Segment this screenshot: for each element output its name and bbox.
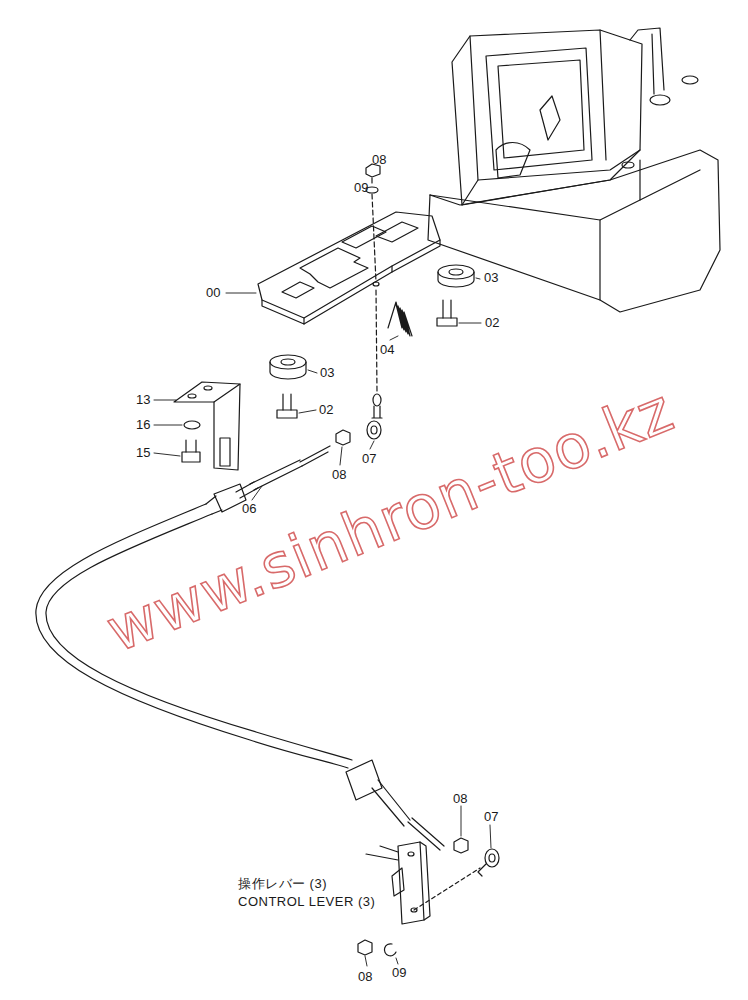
part-name: CONTROL LEVER (3) xyxy=(238,894,375,909)
callout-number: 03 xyxy=(320,366,334,380)
callout-number: 02 xyxy=(485,316,499,330)
callout-number: 15 xyxy=(136,446,150,460)
callout-number: 00 xyxy=(206,286,220,300)
callout-number: 13 xyxy=(136,393,150,407)
rod-end xyxy=(478,849,499,876)
mounting-plate xyxy=(258,212,440,324)
nut xyxy=(336,430,350,445)
cable-bracket xyxy=(174,382,240,470)
bolts xyxy=(277,300,457,418)
callout-number: 08 xyxy=(372,153,386,167)
excavator-sketch xyxy=(428,28,720,312)
callout-number: 04 xyxy=(380,343,394,357)
washer xyxy=(384,944,396,956)
rod-end xyxy=(367,394,382,439)
nut xyxy=(358,940,372,955)
spring xyxy=(388,302,412,336)
callout-number: 08 xyxy=(453,792,467,806)
axis-line xyxy=(372,178,377,392)
callout-number: 09 xyxy=(392,966,406,980)
callout-number: 09 xyxy=(354,181,368,195)
callout-number: 08 xyxy=(332,468,346,482)
callout-number: 16 xyxy=(136,418,150,432)
rubber-mounts xyxy=(270,265,474,379)
callout-number: 02 xyxy=(319,403,333,417)
callout-number: 07 xyxy=(484,810,498,824)
callout-number: 07 xyxy=(362,452,376,466)
control-lever xyxy=(366,842,480,924)
part-name: 操作レバー (3) xyxy=(238,876,327,891)
callout-number: 03 xyxy=(484,271,498,285)
callout-number: 06 xyxy=(242,502,256,516)
callout-number: 08 xyxy=(358,970,372,984)
watermark: www.sinhron-too.kz xyxy=(98,377,682,662)
nut xyxy=(454,838,468,853)
